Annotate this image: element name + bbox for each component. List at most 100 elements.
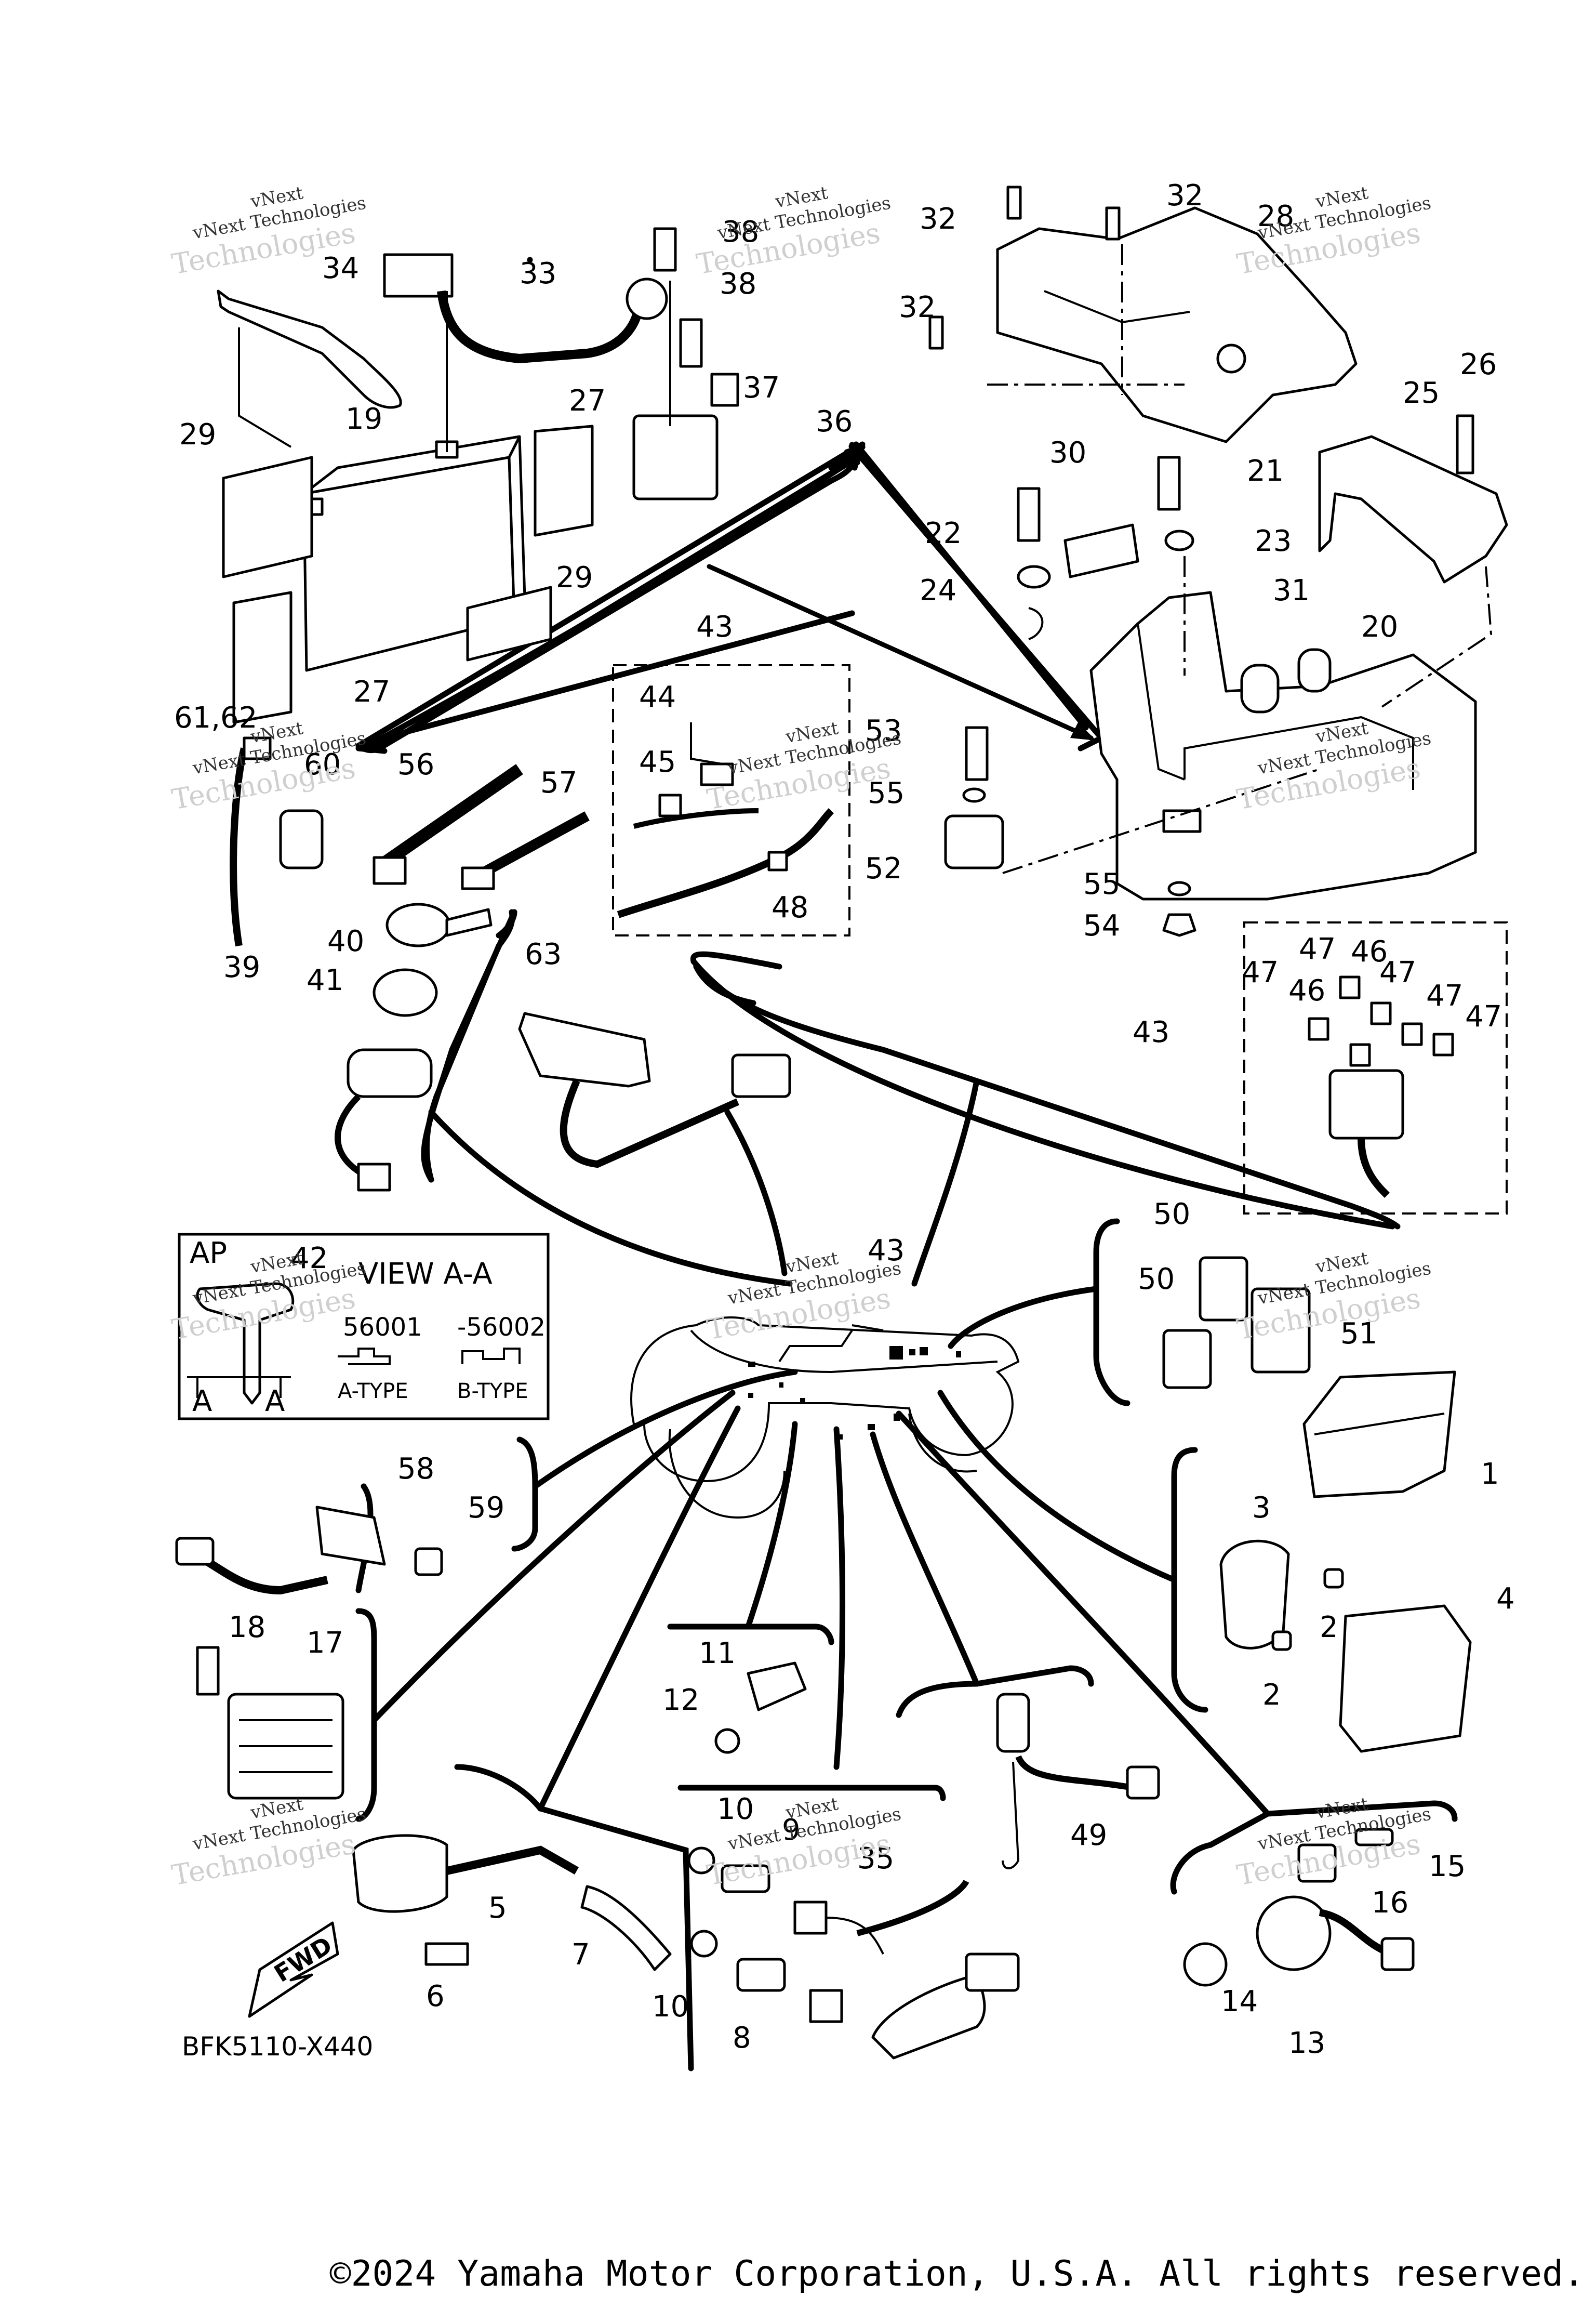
part-label-49: 49 [1070,1818,1107,1852]
arrow-head [1070,722,1096,741]
bolt-59 [414,1547,443,1576]
relay-50b [1162,1329,1212,1389]
bolt-18 [196,1646,220,1696]
vehicle-silhouette [630,1316,1020,1519]
sensor-13 [1256,1895,1332,1971]
relay-52 [944,814,1004,869]
bolt-21 [1157,456,1181,511]
lower-middle-parts [687,1661,1160,2060]
pad-29-left [222,456,313,578]
part-label-17: 17 [307,1626,343,1660]
view-aa-serial-a: 56001 [343,1313,422,1342]
keyswitch-cluster [230,736,791,1192]
oring-14 [1183,1942,1228,1987]
part-label-61-62: 61,62 [174,701,257,735]
part-label-52: 52 [865,852,902,886]
connector-13 [1380,1937,1415,1971]
connector-58 [175,1537,215,1566]
part-label-15: 15 [1429,1850,1466,1883]
part-label-11: 11 [699,1637,736,1670]
part-label-14: 14 [1221,1985,1258,2018]
part-label-9: 9 [782,1813,801,1847]
battery-tray-cluster [928,186,1508,937]
dashed-box-fuse [1243,921,1508,1215]
bracket-3 [1219,1539,1290,1650]
part-label-47-3: 47 [1379,956,1416,989]
view-aa-serial-b: -56002 [457,1313,546,1342]
view-aa-section-a1: A [192,1384,212,1418]
damper-31b [1297,648,1332,693]
part-label-42: 42 [291,1242,328,1275]
key-blade-40 [445,908,493,937]
part-label-63: 63 [525,938,562,971]
grommet-28 [1216,344,1246,374]
ecu-1 [1302,1370,1456,1498]
part-label-53: 53 [865,714,902,748]
part-label-55: 55 [868,776,905,810]
part-label-32-2: 32 [1166,179,1203,213]
leader-44 [690,722,723,765]
part-label-20: 20 [1361,610,1398,644]
fuse-46b [1308,1017,1329,1041]
fusebox-bracket [693,964,1401,1230]
pad-30 [1063,523,1139,578]
part-label-38: 38 [722,215,759,249]
washer-12 [714,1728,740,1754]
connector-8a [793,1901,828,1935]
tray-20-rim [1183,716,1414,790]
part-label-47-4: 47 [1426,979,1463,1013]
switch-9 [721,1864,770,1893]
tie-head-61 [243,736,272,760]
band-head-57 [461,866,495,890]
bolt-32c [928,315,944,350]
sensor-11 [747,1661,807,1711]
part-label-29-2: 29 [556,561,593,595]
part-label-35: 35 [857,1842,894,1876]
part-label-27-2: 27 [353,675,390,709]
part-label-50-2: 50 [1138,1262,1175,1296]
key-bracket [423,909,515,1183]
part-label-47: 47 [1299,932,1336,966]
diagram-code: BFK5110-X440 [182,2031,373,2062]
cap-7 [580,1885,672,1971]
washer-55b [1167,881,1191,896]
part-label-8: 8 [733,2021,751,2055]
part-label-21: 21 [1247,454,1284,488]
part-label-28: 28 [1257,200,1294,233]
key-42 [196,1282,295,1405]
washer-55a [962,787,986,803]
spring [1028,607,1044,640]
part-label-23: 23 [1255,524,1292,558]
part-label-47-2: 47 [1242,956,1279,989]
part-label-16: 16 [1372,1886,1408,1920]
sensor-49 [996,1693,1030,1753]
part-label-54: 54 [1083,909,1120,943]
axis-25 [1381,566,1493,708]
tie-61 [230,747,248,947]
part-label-3: 3 [1252,1491,1271,1525]
view-aa-type-a: A-TYPE [338,1379,408,1403]
part-label-30: 30 [1049,436,1086,470]
part-label-47-5: 47 [1465,1000,1502,1034]
harness-43-wire [617,808,834,918]
lower-right-parts [1162,1256,1472,1987]
part-label-60: 60 [304,748,341,782]
screw-2b [1271,1630,1292,1651]
battery-group-bracket [358,454,859,754]
part-label-39: 39 [223,951,260,984]
bracket-16 [1297,1843,1337,1883]
relay-51 [1251,1287,1311,1374]
wire-35 [826,1917,884,1955]
pad-27-right [534,425,594,537]
nut-54 [1162,913,1196,937]
harness-cluster [617,722,834,918]
band-56 [381,764,523,868]
bolt-26 [1456,414,1474,474]
sensor-58 [315,1506,386,1566]
connector-48 [767,851,788,872]
wire-49 [1015,1755,1134,1791]
fuse-47b [1401,1022,1423,1046]
